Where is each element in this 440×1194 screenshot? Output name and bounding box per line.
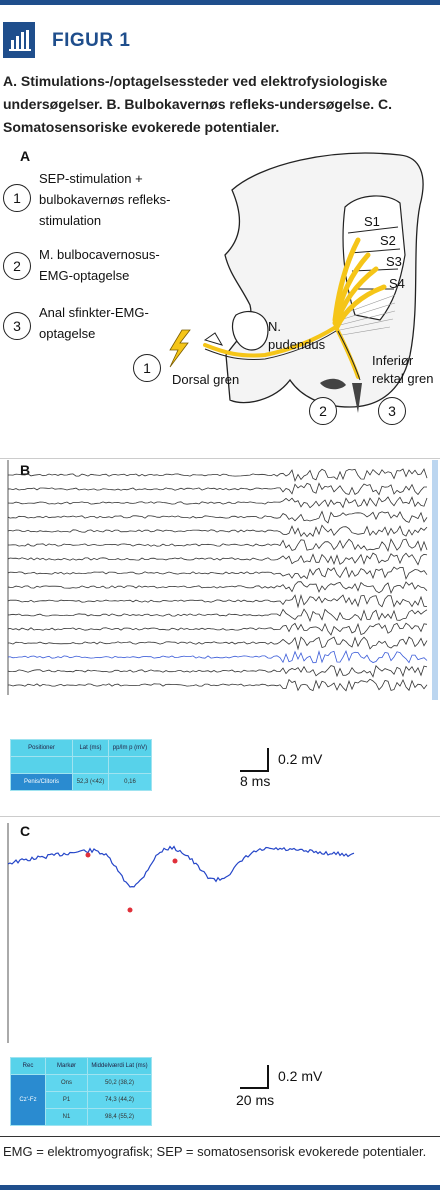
sacral-s1-label: S1 [364, 214, 380, 229]
scale-voltage-c: 0.2 mV [278, 1068, 323, 1084]
legend-text: SEP-stimulation + bulbokavernøs refleks-… [39, 171, 171, 228]
marker-1: 1 [133, 354, 161, 382]
trace-line [7, 510, 428, 524]
panel-c-letter: C [20, 823, 31, 839]
scale-bar-b [240, 748, 269, 772]
inferior-rectal-branch-label: Inferiør rektal gren [372, 353, 434, 386]
scroll-strip [432, 460, 438, 700]
panel-c-table: Rec Markør Middelværdi Lat (ms) Cz'-Fz O… [10, 1057, 152, 1126]
figure-title: FIGUR 1 [52, 30, 131, 51]
legend-text: Anal sfinkter-EMG-optagelse [39, 305, 149, 341]
figure-header: FIGUR 1 [0, 22, 440, 62]
trace-line [7, 552, 428, 566]
footnote-divider [0, 1136, 440, 1137]
trace-line [7, 496, 428, 509]
sep-marker [172, 858, 178, 864]
sacral-s2-label: S2 [380, 233, 396, 248]
sacral-s4-label: S4 [389, 276, 405, 291]
trace-line [8, 678, 428, 692]
panel-b-frame [0, 458, 440, 721]
trace-line [7, 593, 428, 609]
pudendus-label: N. pudendus [268, 319, 326, 352]
sep-marker [127, 907, 133, 913]
table-header: pp/lm p (mV) [107, 739, 153, 757]
table-cell: 98,4 (55,2) [87, 1108, 152, 1126]
marker-2: 2 [309, 397, 337, 425]
trace-line [8, 538, 428, 553]
bulbocavernosus-reflex-traces [7, 460, 438, 700]
table-cell: N1 [45, 1108, 88, 1126]
figure-caption: A. Stimulations-/optagelsessteder ved el… [3, 73, 393, 135]
legend-number: 1 [3, 184, 31, 212]
table-cell: 50,2 (38,2) [87, 1074, 152, 1092]
table-cell: 0,16 [107, 773, 153, 791]
scale-time-c: 20 ms [236, 1092, 275, 1108]
panel-a-letter: A [20, 148, 31, 164]
scale-voltage-b: 0.2 mV [278, 751, 323, 767]
panel-c-frame [0, 816, 440, 1049]
trace-line [8, 636, 428, 651]
figure-footnote: EMG = elektromyografisk; SEP = somatosen… [3, 1144, 427, 1159]
panel-b-table: Positioner Lat (ms) pp/lm p (mV) Penis/C… [10, 739, 153, 791]
trace-line [7, 581, 428, 594]
scale-bar-c [240, 1065, 269, 1089]
table-header: Markør [45, 1057, 88, 1075]
sacral-s3-label: S3 [386, 254, 402, 269]
pelvis-anatomy-illustration [169, 152, 424, 413]
trace-line [7, 482, 427, 496]
trace-line [7, 665, 428, 678]
table-cell: Penis/Clitoris [10, 773, 73, 791]
table-header: Lat (ms) [72, 739, 109, 757]
legend-number: 3 [3, 312, 31, 340]
trace-line [7, 608, 428, 623]
sep-marker [85, 852, 91, 858]
table-cell: Ons [45, 1074, 88, 1092]
table-cell: P1 [45, 1091, 88, 1109]
dorsal-branch-label: Dorsal gren [172, 372, 240, 387]
trace-line [7, 566, 428, 580]
trace-line [7, 649, 428, 664]
table-cell: Cz'-Fz [10, 1074, 46, 1126]
legend-number: 2 [3, 252, 31, 280]
panel-b-letter: B [20, 462, 31, 478]
sep-waveform [7, 845, 355, 888]
sep-trace [7, 823, 355, 1043]
table-header: Middelværdi Lat (ms) [87, 1057, 152, 1075]
trace-line [8, 468, 428, 483]
table-cell: 74,3 (44,2) [87, 1091, 152, 1109]
bar-chart-icon-glyph [9, 30, 31, 51]
bottom-accent-bar [0, 1185, 440, 1190]
table-cell: 52,3 (<42) [72, 773, 109, 791]
scale-time-b: 8 ms [240, 773, 271, 789]
marker-3: 3 [378, 397, 406, 425]
legend-text: M. bulbocavernosus-EMG-optagelse [39, 247, 160, 283]
top-accent-bar [0, 0, 440, 5]
trace-line [7, 524, 428, 538]
table-header: Rec [10, 1057, 46, 1075]
table-header: Positioner [10, 739, 73, 757]
chart-icon [3, 22, 35, 58]
trace-line [7, 622, 428, 636]
